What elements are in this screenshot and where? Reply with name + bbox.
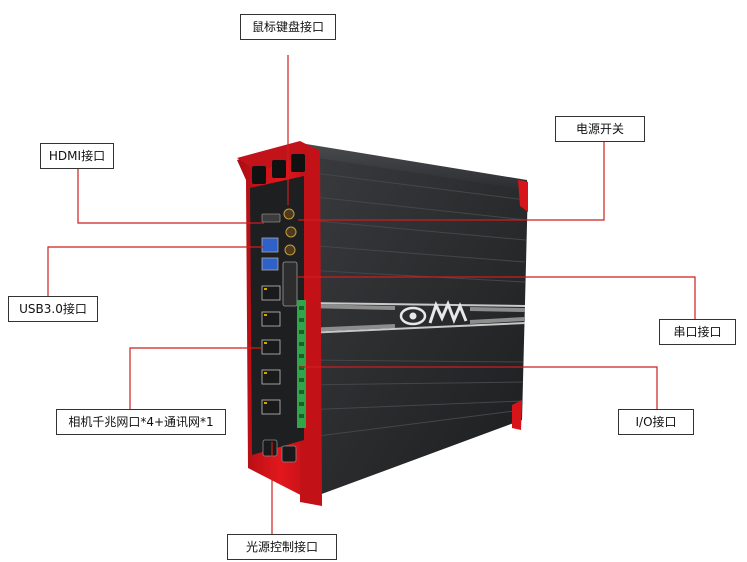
chassis-side-panel — [300, 150, 528, 502]
usb3-port-2 — [261, 257, 279, 271]
leader-power — [298, 142, 605, 221]
connector-ports — [261, 208, 306, 463]
leader-hdmi — [77, 169, 264, 224]
label-power-switch: 电源开关 — [555, 116, 645, 142]
label-serial-port: 串口接口 — [659, 319, 736, 345]
usb3-port — [261, 237, 279, 253]
hdmi-port — [261, 213, 281, 223]
leader-io — [300, 366, 658, 409]
chassis-top-bevel — [300, 143, 528, 190]
label-io-port: I/O接口 — [618, 409, 694, 435]
front-frame-top-cap — [237, 141, 318, 172]
rear-corner-top — [518, 180, 528, 212]
label-mouse-keyboard-port: 鼠标键盘接口 — [240, 14, 336, 40]
logo-stripe — [304, 302, 526, 334]
ps2-ports — [283, 208, 297, 256]
io-terminal-screws — [299, 306, 304, 418]
leader-lines — [47, 55, 696, 534]
status-leds — [264, 288, 267, 404]
rear-corner-bottom — [512, 400, 522, 430]
leader-serial — [298, 276, 696, 319]
leader-usb — [47, 246, 264, 296]
light-control-ports — [262, 439, 297, 463]
label-hdmi-port: HDMI接口 — [40, 143, 114, 169]
label-usb3-port: USB3.0接口 — [8, 296, 98, 322]
chassis-ribs — [301, 171, 527, 439]
label-light-control-port: 光源控制接口 — [227, 534, 337, 560]
leader-camera-lan — [129, 347, 262, 409]
io-terminal-block — [297, 300, 306, 428]
label-camera-lan-ports: 相机千兆网口*4+通讯网*1 — [56, 409, 226, 435]
top-vents — [252, 154, 305, 184]
brand-logo-icon — [399, 299, 468, 326]
serial-port — [282, 261, 298, 307]
